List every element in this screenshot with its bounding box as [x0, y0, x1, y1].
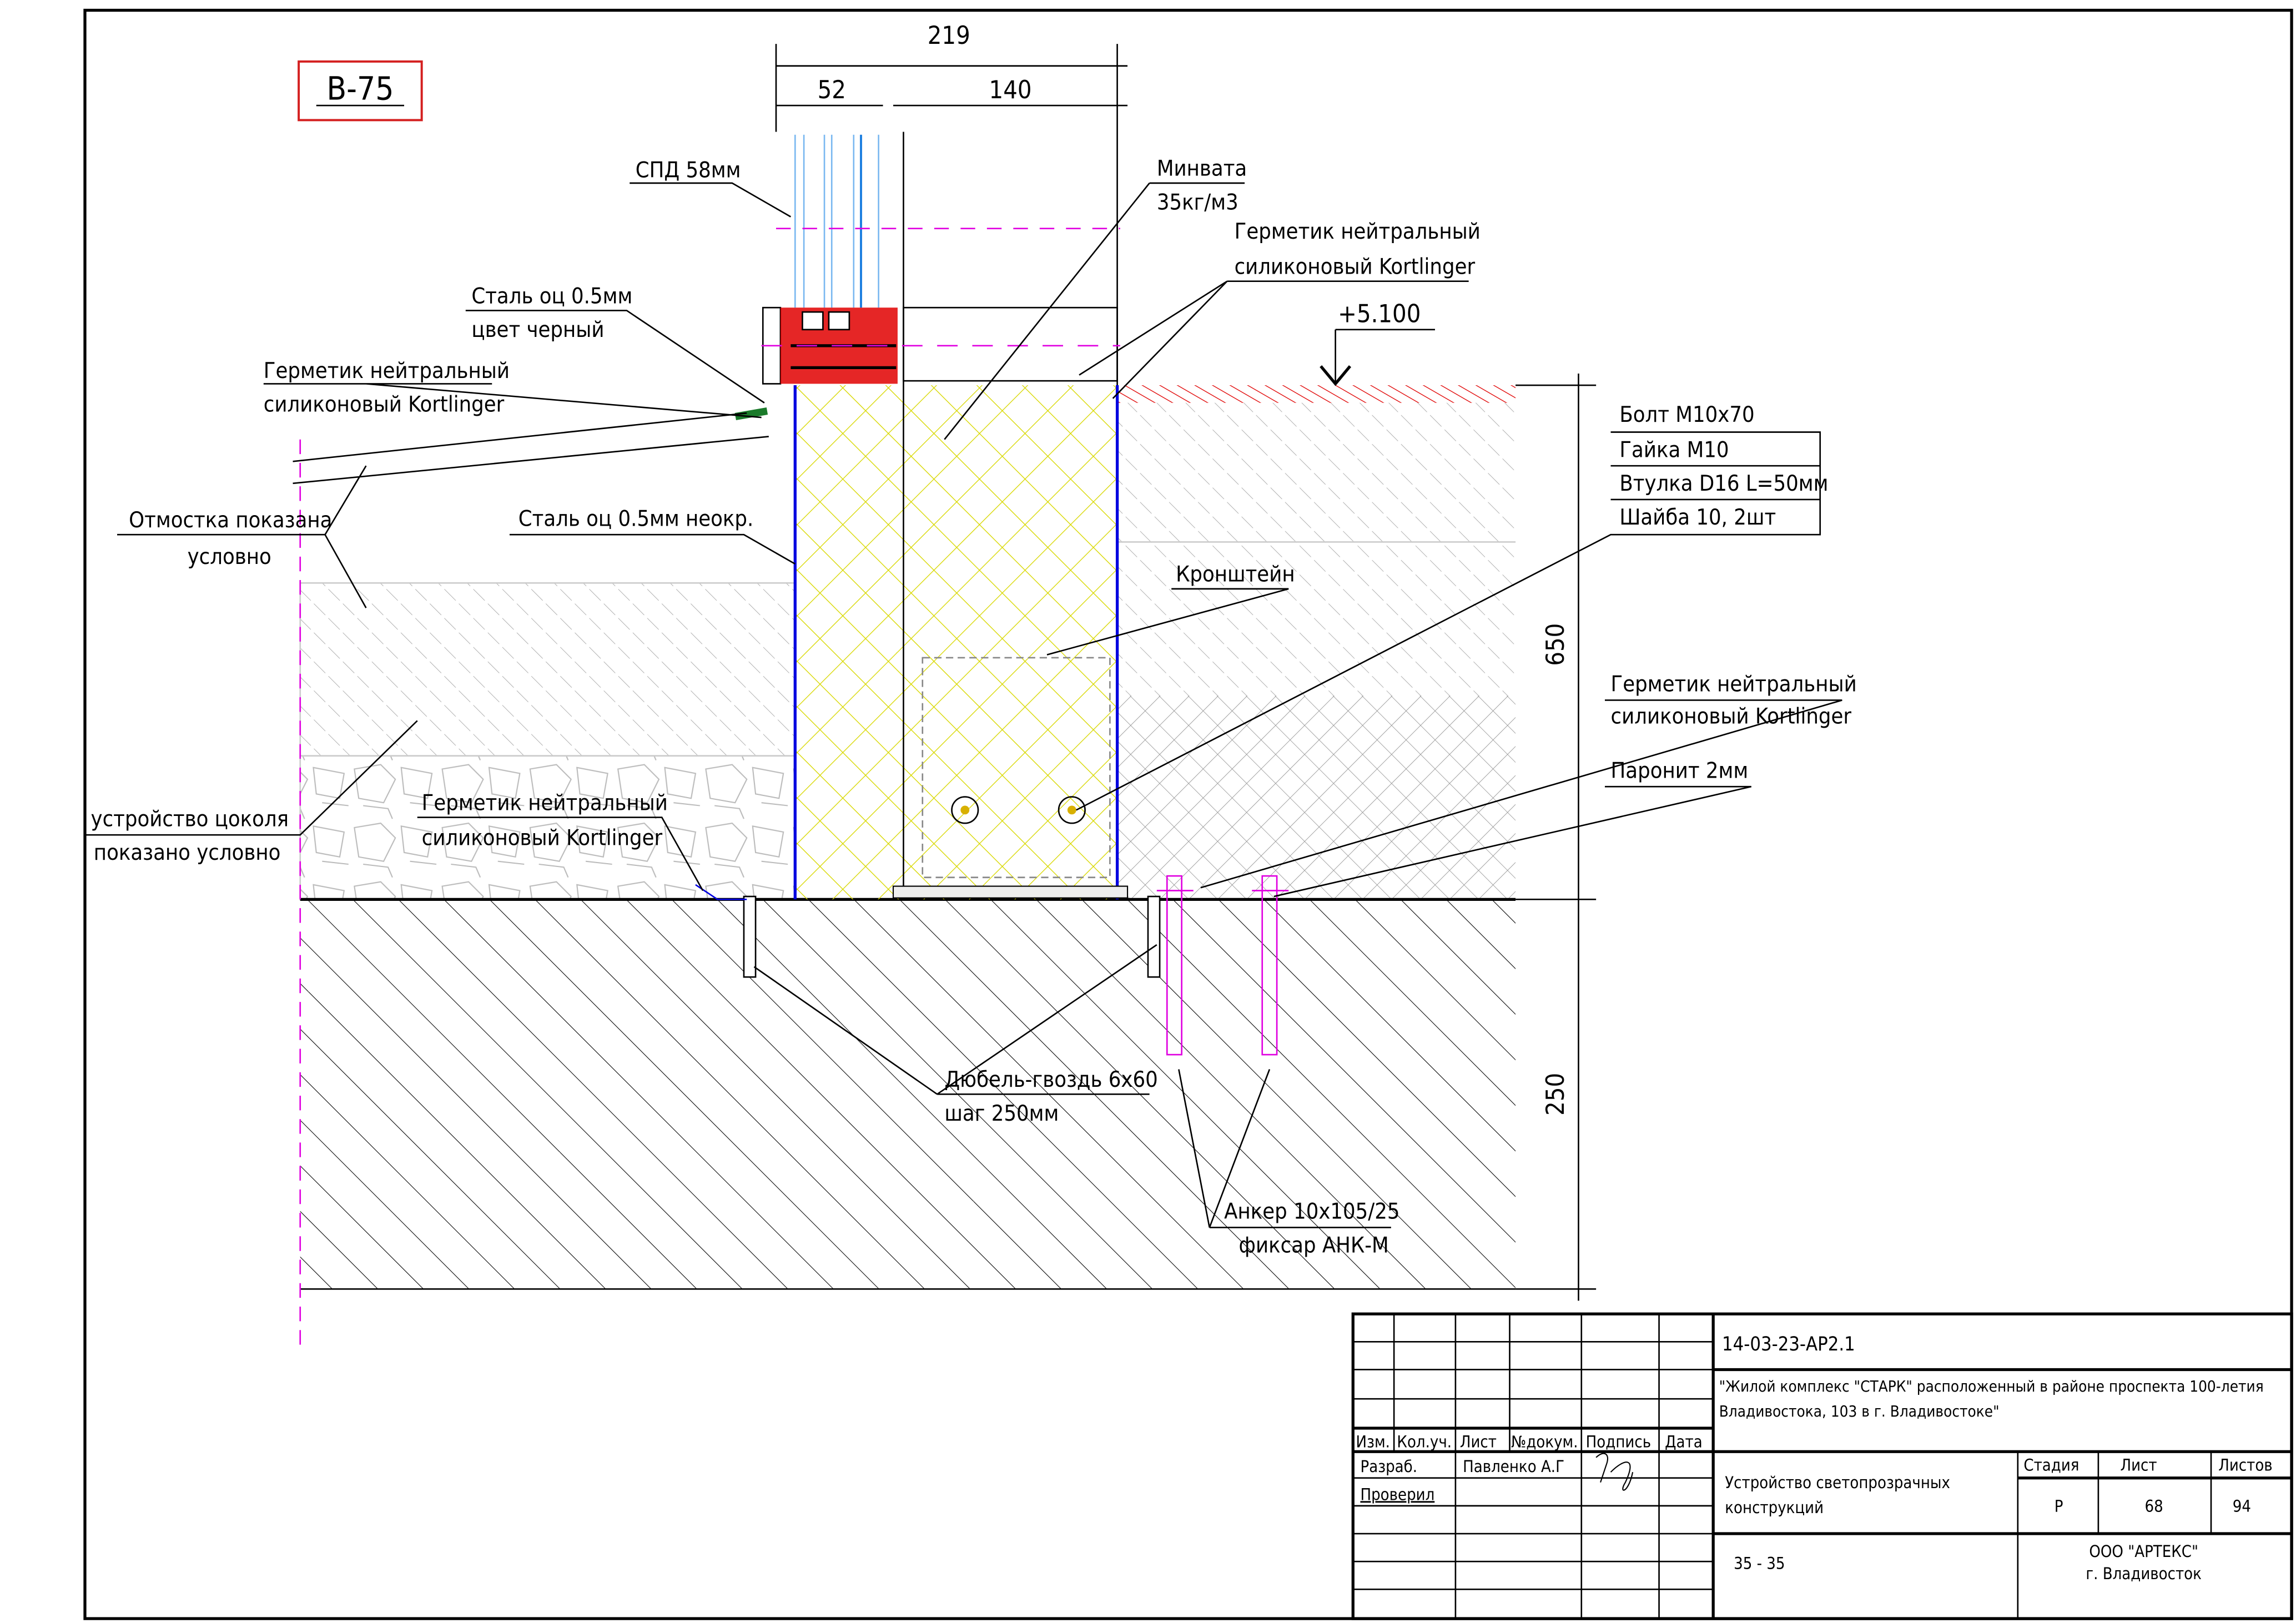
label-sealant-right-2: силиконовый Kortlinger [1611, 704, 1852, 729]
label-steel-black-2: цвет черный [471, 317, 604, 342]
sheet-title-1: Устройство светопрозрачных [1725, 1473, 1950, 1492]
label-sealant-right: Герметик нейтральный [1611, 672, 1857, 697]
level-value: +5.100 [1338, 299, 1421, 329]
label-paronit: Паронит 2мм [1611, 758, 1749, 783]
label-otmostka-2: условно [188, 544, 271, 569]
developer-name: Павленко А.Г [1463, 1457, 1564, 1476]
label-nut: Гайка М10 [1619, 437, 1729, 462]
label-minvata: Минвата [1157, 156, 1247, 182]
leader-lines [84, 182, 1842, 1228]
label-sealant-bottom-2: силиконовый Kortlinger [422, 825, 663, 851]
dim-height-upper: 650 [1540, 623, 1570, 666]
label-anchor-2: фиксар АНК-М [1239, 1232, 1389, 1258]
role-developer: Разраб. [1360, 1457, 1417, 1476]
insulation-minvata [795, 385, 1117, 900]
dim-frame-width: 140 [989, 75, 1032, 104]
header-list: Лист [1460, 1432, 1497, 1451]
annotations: СПД 58мм Минвата 35кг/м3 Герметик нейтра… [91, 156, 1857, 1258]
label-spd: СПД 58мм [636, 157, 741, 183]
sheets-header: Листов [2218, 1456, 2272, 1475]
detail-id: В-75 [326, 69, 394, 107]
label-sealant-left-2: силиконовый Kortlinger [264, 392, 505, 417]
dim-total-width: 219 [928, 21, 970, 50]
section-label: 35 - 35 [1734, 1554, 1785, 1572]
sheet-frame [83, 8, 2293, 1620]
label-otmostka: Отмостка показана [129, 507, 332, 533]
signature [1595, 1453, 1634, 1491]
company-city: г. Владивосток [2086, 1564, 2201, 1583]
label-sealant-bottom: Герметик нейтральный [422, 790, 668, 815]
label-steel-black: Сталь оц 0.5мм [471, 283, 632, 309]
dim-height-lower: 250 [1540, 1073, 1570, 1116]
sealant-green [734, 407, 768, 421]
sheets-total: 94 [2233, 1496, 2251, 1515]
otmostka-area [299, 582, 796, 757]
bolt-icon [1058, 796, 1086, 824]
dimension-lines [299, 44, 1597, 1348]
header-signature: Подпись [1586, 1432, 1651, 1451]
header-doc-num: №докум. [1511, 1432, 1578, 1451]
bracket [922, 657, 1111, 879]
dowel-nail [743, 895, 1161, 978]
stage-header: Стадия [2023, 1456, 2079, 1475]
dim-glass-width: 52 [818, 75, 846, 104]
stage-value: Р [2055, 1496, 2063, 1515]
level-mark: +5.100 [1320, 299, 1435, 386]
project-name-2: Владивостока, 103 в г. Владивостоке" [1719, 1402, 2000, 1420]
header-date: Дата [1665, 1432, 1703, 1451]
frame-profile [734, 306, 1120, 421]
company-name: ООО "АРТЕКС" [2089, 1542, 2198, 1561]
doc-code: 14-03-23-АР2.1 [1722, 1333, 1855, 1355]
glass-unit [776, 134, 1120, 308]
label-dowel-step: шаг 250мм [944, 1101, 1059, 1126]
project-name-1: "Жилой комплекс "СТАРК" расположенный в … [1719, 1377, 2264, 1395]
finish-floor-red [1117, 385, 1516, 403]
soil-right-upper [1117, 402, 1516, 696]
label-bolt: Болт М10х70 [1619, 402, 1754, 427]
plinth-stones [299, 755, 796, 900]
sheet-header: Лист [2120, 1456, 2157, 1475]
bolt-icon [951, 796, 979, 824]
label-sealant-top: Герметик нейтральный [1235, 219, 1481, 244]
label-plinth-2: показано условно [94, 840, 281, 865]
label-bracket: Кронштейн [1176, 562, 1295, 587]
header-izm: Изм. [1356, 1432, 1390, 1451]
label-steel-raw: Сталь оц 0.5мм неокр. [518, 506, 754, 531]
label-anchor: Анкер 10х105/25 [1224, 1199, 1399, 1224]
sheet-title-2: конструкций [1725, 1498, 1824, 1517]
sheet-number: 68 [2145, 1496, 2163, 1515]
label-sealant-left: Герметик нейтральный [264, 358, 510, 384]
label-washer: Шайба 10, 2шт [1619, 505, 1776, 530]
label-dowel: Дюбель-гвоздь 6х60 [944, 1067, 1157, 1092]
soil-right-lower [1117, 695, 1516, 900]
header-kol-uch: Кол.уч. [1397, 1432, 1452, 1451]
detail-id-box: В-75 [298, 60, 423, 122]
label-plinth: устройство цоколя [91, 806, 289, 831]
label-sealant-top-2: силиконовый Kortlinger [1235, 254, 1476, 279]
concrete-slab [300, 899, 1516, 1289]
label-minvata-density: 35кг/м3 [1157, 189, 1238, 215]
label-sleeve: Втулка D16 L=50мм [1619, 471, 1828, 496]
anchor [1156, 875, 1289, 1056]
title-block: Изм. Кол.уч. Лист №докум. Подпись Дата Р… [1351, 1312, 2293, 1620]
role-checker: Проверил [1360, 1485, 1434, 1504]
